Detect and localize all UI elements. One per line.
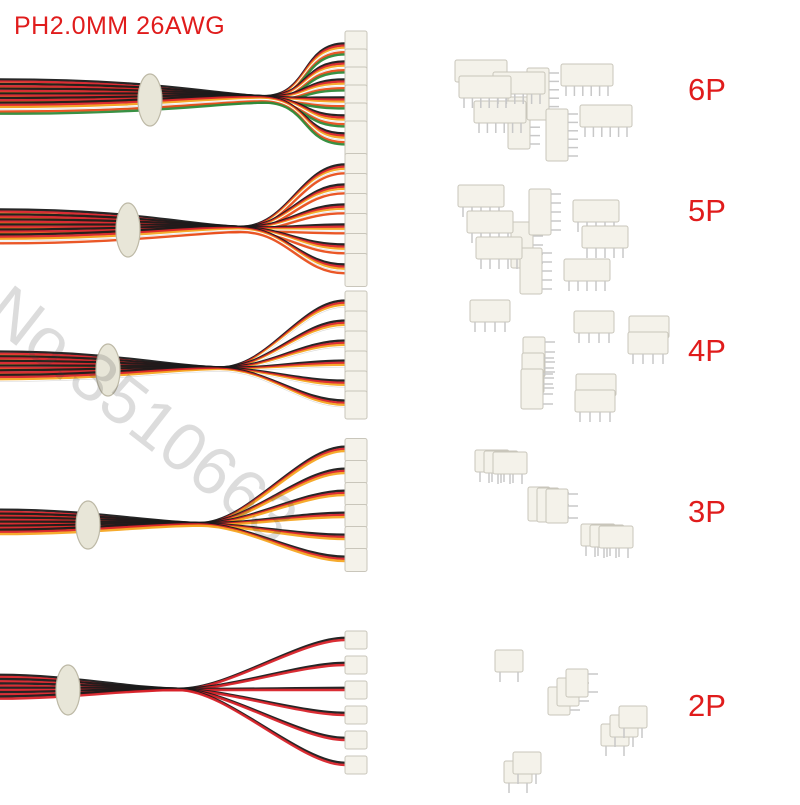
wire xyxy=(0,226,346,268)
cable-row-4p xyxy=(0,290,670,422)
cable-tie xyxy=(75,500,101,550)
cable-row-2p xyxy=(0,630,648,793)
pin-header xyxy=(466,210,514,234)
pin-header xyxy=(581,225,629,249)
connector-housing xyxy=(344,630,368,650)
cable-tie xyxy=(95,343,121,397)
pin-header xyxy=(560,63,614,87)
wire xyxy=(0,367,346,404)
pin-header xyxy=(545,488,569,524)
pin-header xyxy=(519,247,543,295)
cable-row-3p xyxy=(0,438,634,572)
pin-header xyxy=(457,184,505,208)
connector-housing xyxy=(344,460,368,484)
wire xyxy=(0,467,346,525)
connector-housing xyxy=(344,705,368,725)
label-6p: 6P xyxy=(688,72,726,107)
wire xyxy=(0,365,346,402)
pin-header xyxy=(573,310,615,334)
connector-housing xyxy=(344,548,368,572)
cable-row-5p xyxy=(0,153,629,295)
product-title: PH2.0MM 26AWG xyxy=(14,12,226,40)
connector-housing xyxy=(344,655,368,675)
pin-header xyxy=(627,331,669,355)
pin-header xyxy=(458,75,512,99)
wire-outline xyxy=(0,230,346,272)
connector-housing xyxy=(344,755,368,775)
cable-row-6p xyxy=(0,30,633,162)
wire xyxy=(0,94,346,135)
label-3p: 3P xyxy=(688,494,726,529)
wire xyxy=(0,524,346,563)
pin-header xyxy=(572,199,620,223)
pin-header xyxy=(574,389,616,413)
connector-housing xyxy=(344,482,368,506)
connector-housing xyxy=(344,253,368,287)
label-5p: 5P xyxy=(688,193,726,228)
pin-header xyxy=(492,451,528,475)
pin-header xyxy=(565,668,589,698)
pin-header xyxy=(494,649,524,673)
cable-tie xyxy=(55,664,81,716)
pin-header xyxy=(469,299,511,323)
wire xyxy=(0,225,346,266)
pin-header xyxy=(475,236,523,260)
wire xyxy=(0,95,346,137)
cable-tie xyxy=(137,73,163,127)
wire xyxy=(0,521,346,558)
wire xyxy=(0,228,346,271)
connector-housing xyxy=(344,390,368,420)
wire xyxy=(0,101,346,146)
pin-header xyxy=(618,705,648,729)
label-4p: 4P xyxy=(688,333,726,368)
pin-header xyxy=(545,108,569,162)
connector-housing xyxy=(344,438,368,462)
cable-tie xyxy=(115,202,141,258)
wire xyxy=(0,97,346,139)
label-2p: 2P xyxy=(688,688,726,723)
pin-header xyxy=(528,188,552,236)
pin-header xyxy=(512,751,542,775)
pin-header xyxy=(520,368,544,410)
wire xyxy=(0,230,346,275)
connector-housing xyxy=(344,730,368,750)
connector-housing xyxy=(344,680,368,700)
wire xyxy=(0,523,346,561)
connector-housing xyxy=(344,504,368,528)
wire-outline xyxy=(0,371,346,408)
pin-header xyxy=(598,525,634,549)
connector-housing xyxy=(344,526,368,550)
wire xyxy=(0,368,346,407)
pin-header xyxy=(473,100,527,124)
pin-header xyxy=(579,104,633,128)
pin-header xyxy=(563,258,611,282)
